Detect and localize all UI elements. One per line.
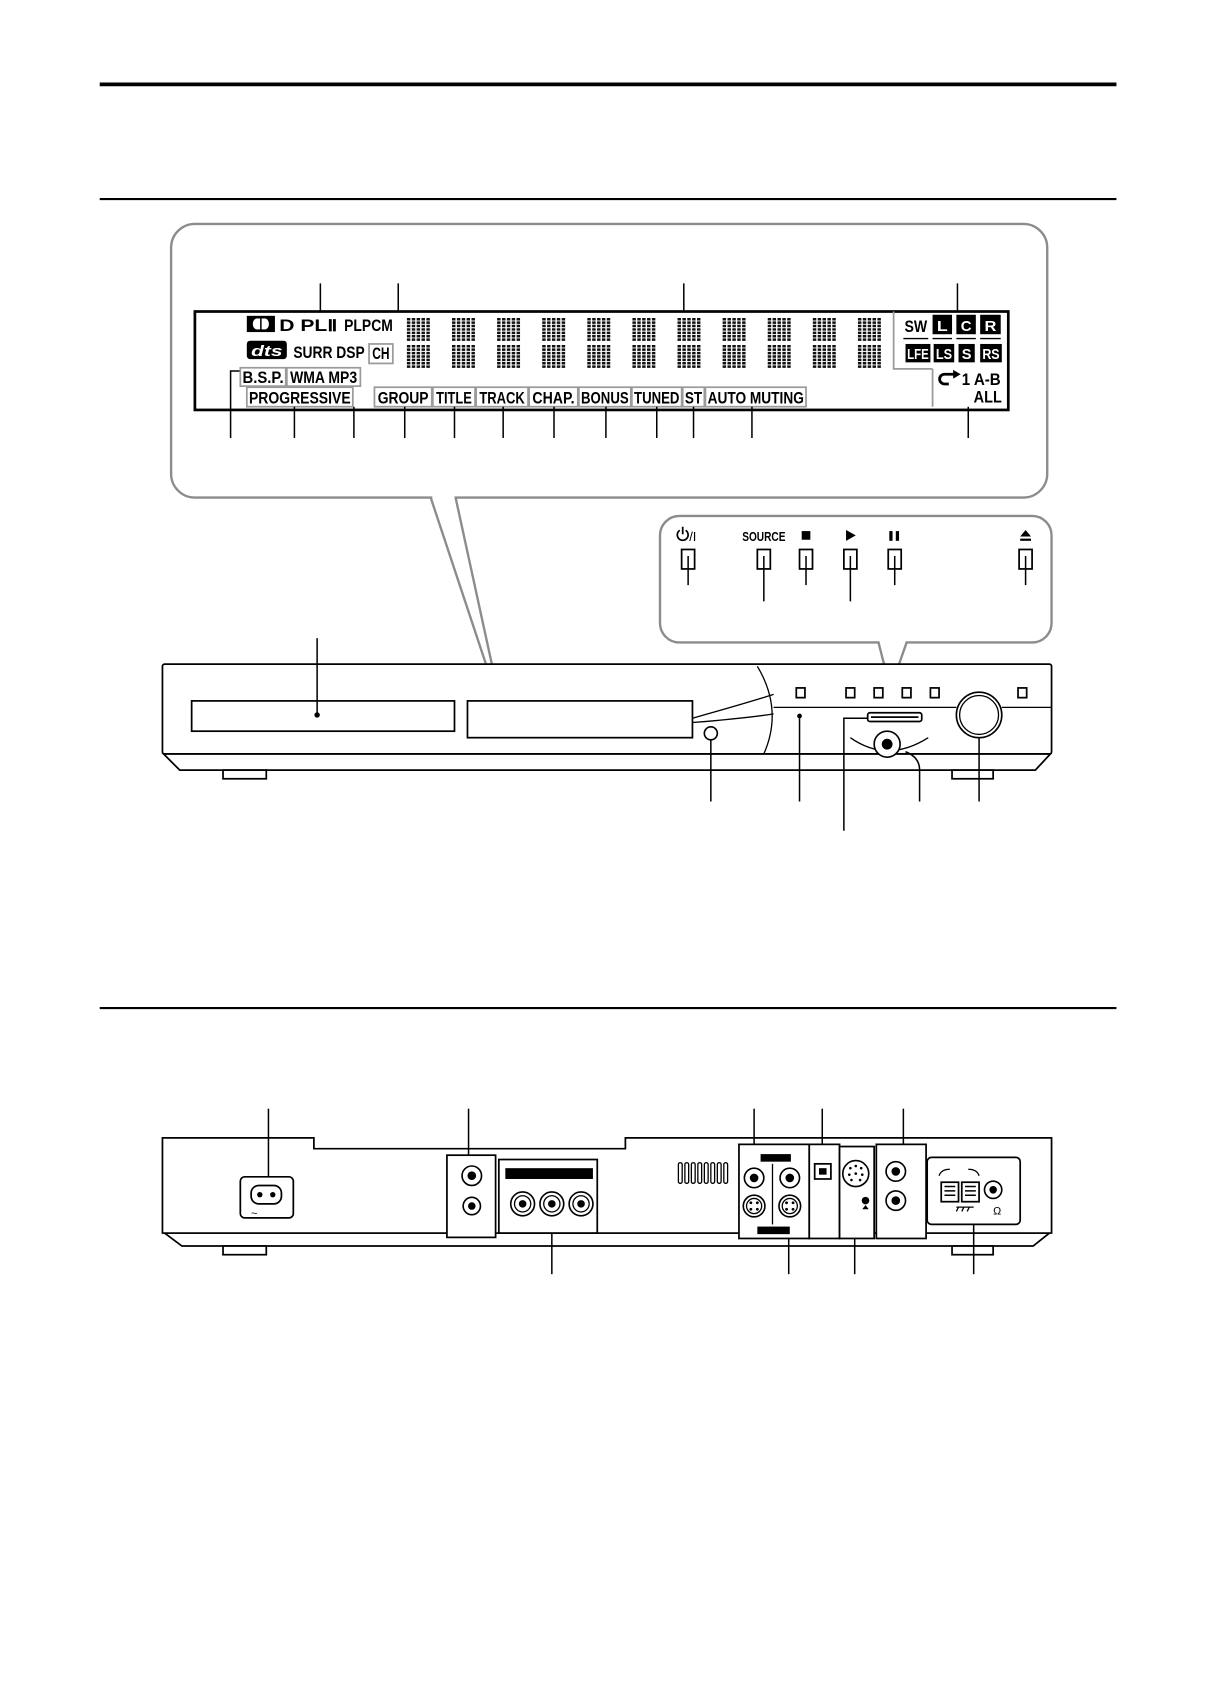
rear-foot-right	[952, 1246, 993, 1255]
wma-mp3-indicator: WMA MP3	[290, 369, 357, 387]
ch-indicator: CH	[372, 345, 389, 363]
channel-ls: LS	[936, 346, 952, 363]
track-indicator: TRACK	[479, 389, 525, 407]
stereo-indicator: ST	[685, 389, 702, 407]
dolby-logo-icon	[247, 316, 275, 332]
chapter-indicator: CHAP.	[532, 389, 574, 407]
display-window	[467, 701, 692, 738]
group-indicator: GROUP	[378, 389, 429, 407]
volume-knob	[956, 692, 1001, 737]
front-foot-right	[952, 770, 993, 779]
plpcm-indicator: PLPCM	[344, 317, 393, 335]
card-slot	[868, 713, 922, 722]
button-callout: /I SOURCE	[660, 516, 1052, 689]
remote-sensor	[704, 727, 717, 740]
system-connector	[840, 1147, 875, 1239]
power-icon	[677, 527, 688, 541]
channel-lfe: LFE	[907, 346, 929, 363]
bonus-indicator: BONUS	[581, 389, 629, 407]
dts-logo: dts	[247, 341, 287, 360]
eject-icon	[1020, 530, 1031, 541]
optical-digital-out	[809, 1144, 839, 1238]
standby-lamp	[797, 714, 802, 719]
channel-s: S	[962, 346, 972, 363]
repeat-all-indicator: ALL	[974, 388, 1002, 406]
auto-muting-indicator: AUTO MUTING	[708, 389, 804, 407]
front-panel	[162, 638, 1051, 831]
channel-rs: RS	[982, 346, 999, 363]
speaker-terminals: Ω	[927, 1157, 1020, 1224]
headphone-jack	[874, 731, 900, 757]
title-indicator: TITLE	[436, 389, 472, 407]
progressive-indicator: PROGRESSIVE	[249, 389, 351, 407]
ac-symbol: ~	[251, 1208, 257, 1220]
stop-icon	[802, 531, 811, 540]
channel-r: R	[984, 318, 996, 335]
impedance-symbol: Ω	[993, 1206, 1001, 1218]
channel-l: L	[937, 318, 948, 335]
disc-tray	[192, 701, 455, 731]
play-icon	[846, 530, 856, 541]
rear-panel: ~	[162, 1109, 1051, 1274]
tuned-indicator: TUNED	[634, 389, 680, 407]
ac-inlet: ~	[240, 1177, 293, 1220]
component-video-jacks	[499, 1160, 597, 1234]
standby-on-label: /I	[689, 529, 696, 544]
audio-jacks	[876, 1144, 926, 1238]
button-diagrams	[682, 549, 1032, 601]
front-foot-left	[223, 770, 266, 779]
bsp-indicator: B.S.P.	[242, 369, 283, 387]
surr-dsp-indicator: SURR DSP	[293, 344, 365, 362]
dolby-prologic-indicator: D PLⅡ	[279, 317, 337, 335]
video-out-jacks	[447, 1155, 496, 1237]
pause-icon	[889, 531, 899, 541]
source-label: SOURCE	[742, 530, 785, 544]
channel-sw: SW	[904, 318, 927, 336]
channel-c: C	[961, 318, 972, 335]
svg-text:dts: dts	[251, 343, 282, 360]
video-s-video-jacks	[739, 1144, 809, 1238]
repeat-ab-indicator: 1 A-B	[962, 371, 1001, 389]
rear-foot-left	[223, 1246, 266, 1255]
